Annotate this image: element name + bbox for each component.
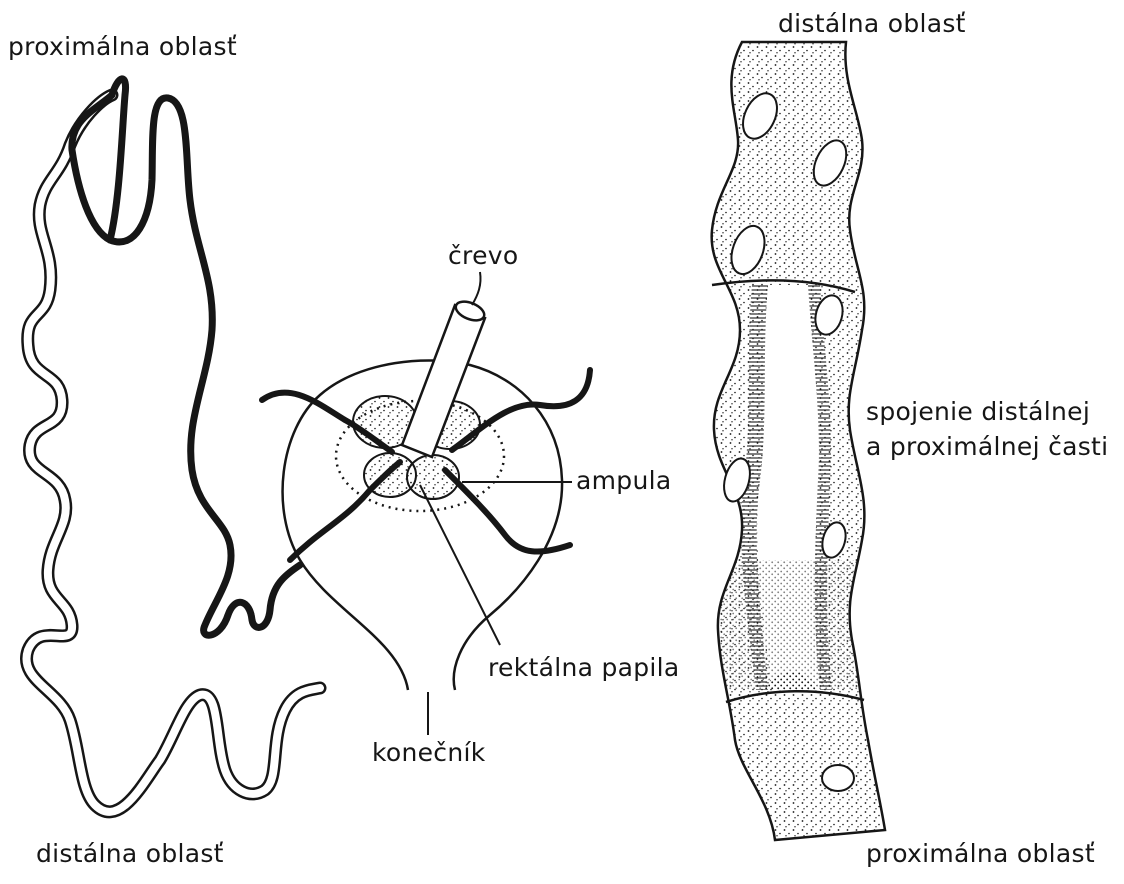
left-tubule-distal-outline <box>26 95 320 812</box>
label-junction-line2: a proximálnej časti <box>866 431 1108 462</box>
label-rectum: konečník <box>372 737 486 768</box>
label-right-proximal-region: proximálna oblasť <box>866 838 1095 869</box>
label-ampulla: ampula <box>576 465 671 496</box>
left-tubule-proximal-line <box>72 95 300 635</box>
label-right-distal-region: distálna oblasť <box>778 8 966 39</box>
label-left-proximal-region: proximálna oblasť <box>8 31 237 62</box>
label-junction-line1: spojenie distálnej <box>866 396 1090 427</box>
label-left-distal-region: distálna oblasť <box>36 838 224 869</box>
label-rectal-papilla: rektálna papila <box>488 652 680 683</box>
left-malpighian-tubule <box>26 79 320 812</box>
label-gut: črevo <box>448 240 518 271</box>
